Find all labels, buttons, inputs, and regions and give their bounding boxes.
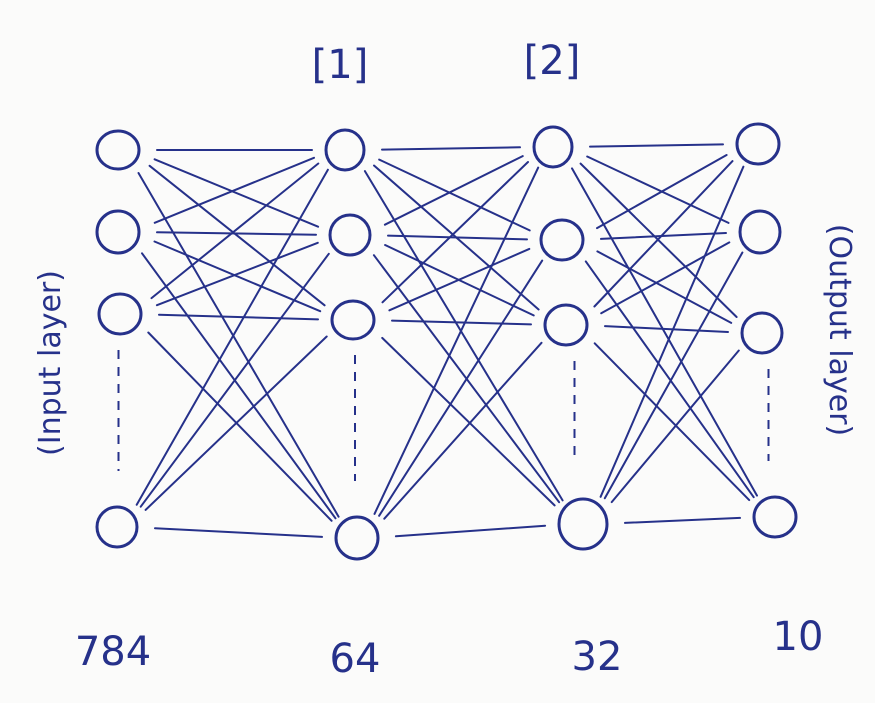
connection-line bbox=[154, 527, 323, 538]
connection-line bbox=[378, 158, 531, 232]
connection-line bbox=[604, 325, 729, 333]
connection-line bbox=[148, 164, 326, 307]
connection-line bbox=[624, 516, 741, 524]
connection-line bbox=[586, 155, 730, 224]
input-layer-label: (Input layer) bbox=[33, 270, 68, 456]
connection-line bbox=[155, 241, 319, 307]
connection-line bbox=[593, 342, 751, 502]
connection-line bbox=[156, 231, 317, 236]
connection-line bbox=[610, 349, 740, 504]
connection-line bbox=[153, 158, 320, 228]
hidden-layer-1-size: 64 bbox=[330, 636, 381, 682]
input-layer-size: 784 bbox=[75, 629, 151, 675]
output-neuron bbox=[752, 495, 798, 539]
connection-line bbox=[137, 172, 340, 518]
connection-line bbox=[391, 319, 532, 326]
hidden-layer-2-index-label: [2] bbox=[524, 38, 581, 84]
connection-line bbox=[584, 260, 755, 499]
hidden2-neuron bbox=[557, 497, 609, 551]
output-neuron bbox=[735, 122, 781, 166]
output-layer-label: (Output layer) bbox=[822, 224, 857, 436]
connection-line bbox=[593, 160, 734, 308]
hidden2-neuron bbox=[532, 125, 574, 169]
connection-line bbox=[158, 313, 319, 321]
connection-line bbox=[600, 241, 731, 315]
hidden-layer-2-size: 32 bbox=[572, 634, 623, 680]
output-neuron bbox=[738, 209, 782, 255]
input-neuron bbox=[95, 129, 141, 171]
output-neuron bbox=[740, 311, 784, 355]
connection-line bbox=[596, 154, 728, 230]
connection-line bbox=[363, 170, 564, 502]
output-layer-size: 10 bbox=[773, 614, 824, 660]
hidden1-neuron bbox=[328, 213, 372, 257]
input-neuron bbox=[95, 209, 141, 255]
connection-line bbox=[599, 165, 745, 498]
connection-line bbox=[153, 156, 315, 224]
connection-line bbox=[589, 143, 724, 148]
input-neuron bbox=[95, 505, 139, 549]
hidden2-neuron bbox=[543, 303, 589, 347]
ellipsis-dashes bbox=[117, 350, 770, 481]
hidden1-neuron bbox=[330, 299, 376, 341]
connection-line bbox=[378, 259, 544, 517]
hidden1-neuron bbox=[334, 515, 380, 561]
connection-line bbox=[147, 331, 333, 522]
connection-line bbox=[139, 252, 330, 508]
connection-line bbox=[603, 251, 744, 500]
hidden1-neuron bbox=[324, 128, 366, 172]
connection-line bbox=[144, 335, 328, 511]
connection-line bbox=[135, 168, 329, 506]
connection-line bbox=[381, 336, 556, 507]
connection-lines bbox=[135, 143, 758, 538]
hidden2-neuron bbox=[539, 218, 585, 262]
connection-line bbox=[394, 524, 547, 538]
connection-line bbox=[571, 167, 758, 497]
hidden-layer-1-index-label: [1] bbox=[312, 42, 369, 88]
connection-line bbox=[141, 252, 337, 520]
input-neuron bbox=[97, 292, 143, 336]
connection-line bbox=[153, 240, 322, 313]
neuron-nodes bbox=[95, 122, 798, 561]
connection-line bbox=[596, 250, 733, 324]
connection-line bbox=[150, 162, 320, 300]
connection-line bbox=[381, 161, 529, 304]
connection-line bbox=[600, 232, 727, 240]
connection-line bbox=[388, 247, 531, 312]
connection-line bbox=[383, 341, 543, 520]
connection-line bbox=[381, 146, 521, 151]
connection-line bbox=[383, 155, 524, 226]
connection-line bbox=[373, 166, 540, 515]
